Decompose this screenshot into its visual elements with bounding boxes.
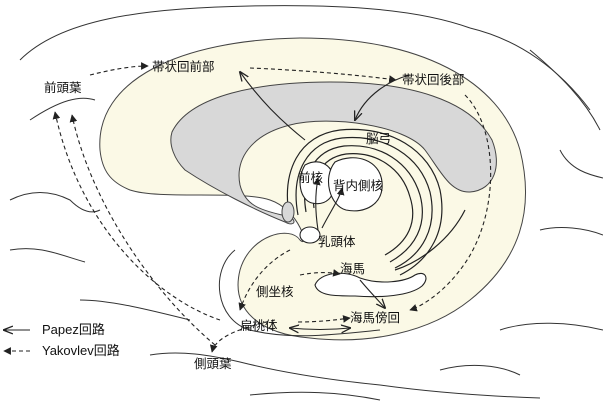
label-temporal-lobe: 側頭葉 bbox=[194, 356, 232, 371]
label-mammillary-body: 乳頭体 bbox=[318, 234, 356, 249]
hippocampus-body bbox=[314, 272, 427, 298]
label-posterior-cingulate: 帯状回後部 bbox=[402, 72, 465, 87]
legend-papez-label: Papez回路 bbox=[42, 322, 105, 337]
label-hippocampus: 海馬 bbox=[340, 261, 365, 276]
temporal-region-outline bbox=[219, 249, 381, 337]
label-parahippocampal-gyrus: 海馬傍回 bbox=[350, 310, 400, 325]
mammillary-body-shape bbox=[299, 226, 321, 244]
corpus-callosum bbox=[170, 81, 497, 225]
label-frontal-lobe: 前頭葉 bbox=[44, 80, 82, 95]
label-anterior-nucleus: 前核 bbox=[298, 170, 324, 185]
papez-circuit-paths bbox=[240, 72, 411, 330]
label-fornix: 脳弓 bbox=[366, 131, 391, 146]
dorsomedial-nucleus-shape bbox=[327, 157, 383, 212]
legend: Papez回路 Yakovlev回路 bbox=[4, 322, 120, 358]
label-nucleus-accumbens: 側坐核 bbox=[256, 284, 294, 299]
label-amygdala: 扁桃体 bbox=[240, 318, 278, 333]
yakovlev-circuit-paths bbox=[52, 62, 492, 353]
legend-yakovlev-label: Yakovlev回路 bbox=[42, 343, 120, 358]
label-anterior-cingulate: 帯状回前部 bbox=[152, 59, 215, 74]
anterior-commissure-shape bbox=[281, 201, 295, 223]
outer-contours bbox=[9, 5, 603, 401]
label-dorsomedial-nucleus: 背内側核 bbox=[333, 178, 384, 193]
